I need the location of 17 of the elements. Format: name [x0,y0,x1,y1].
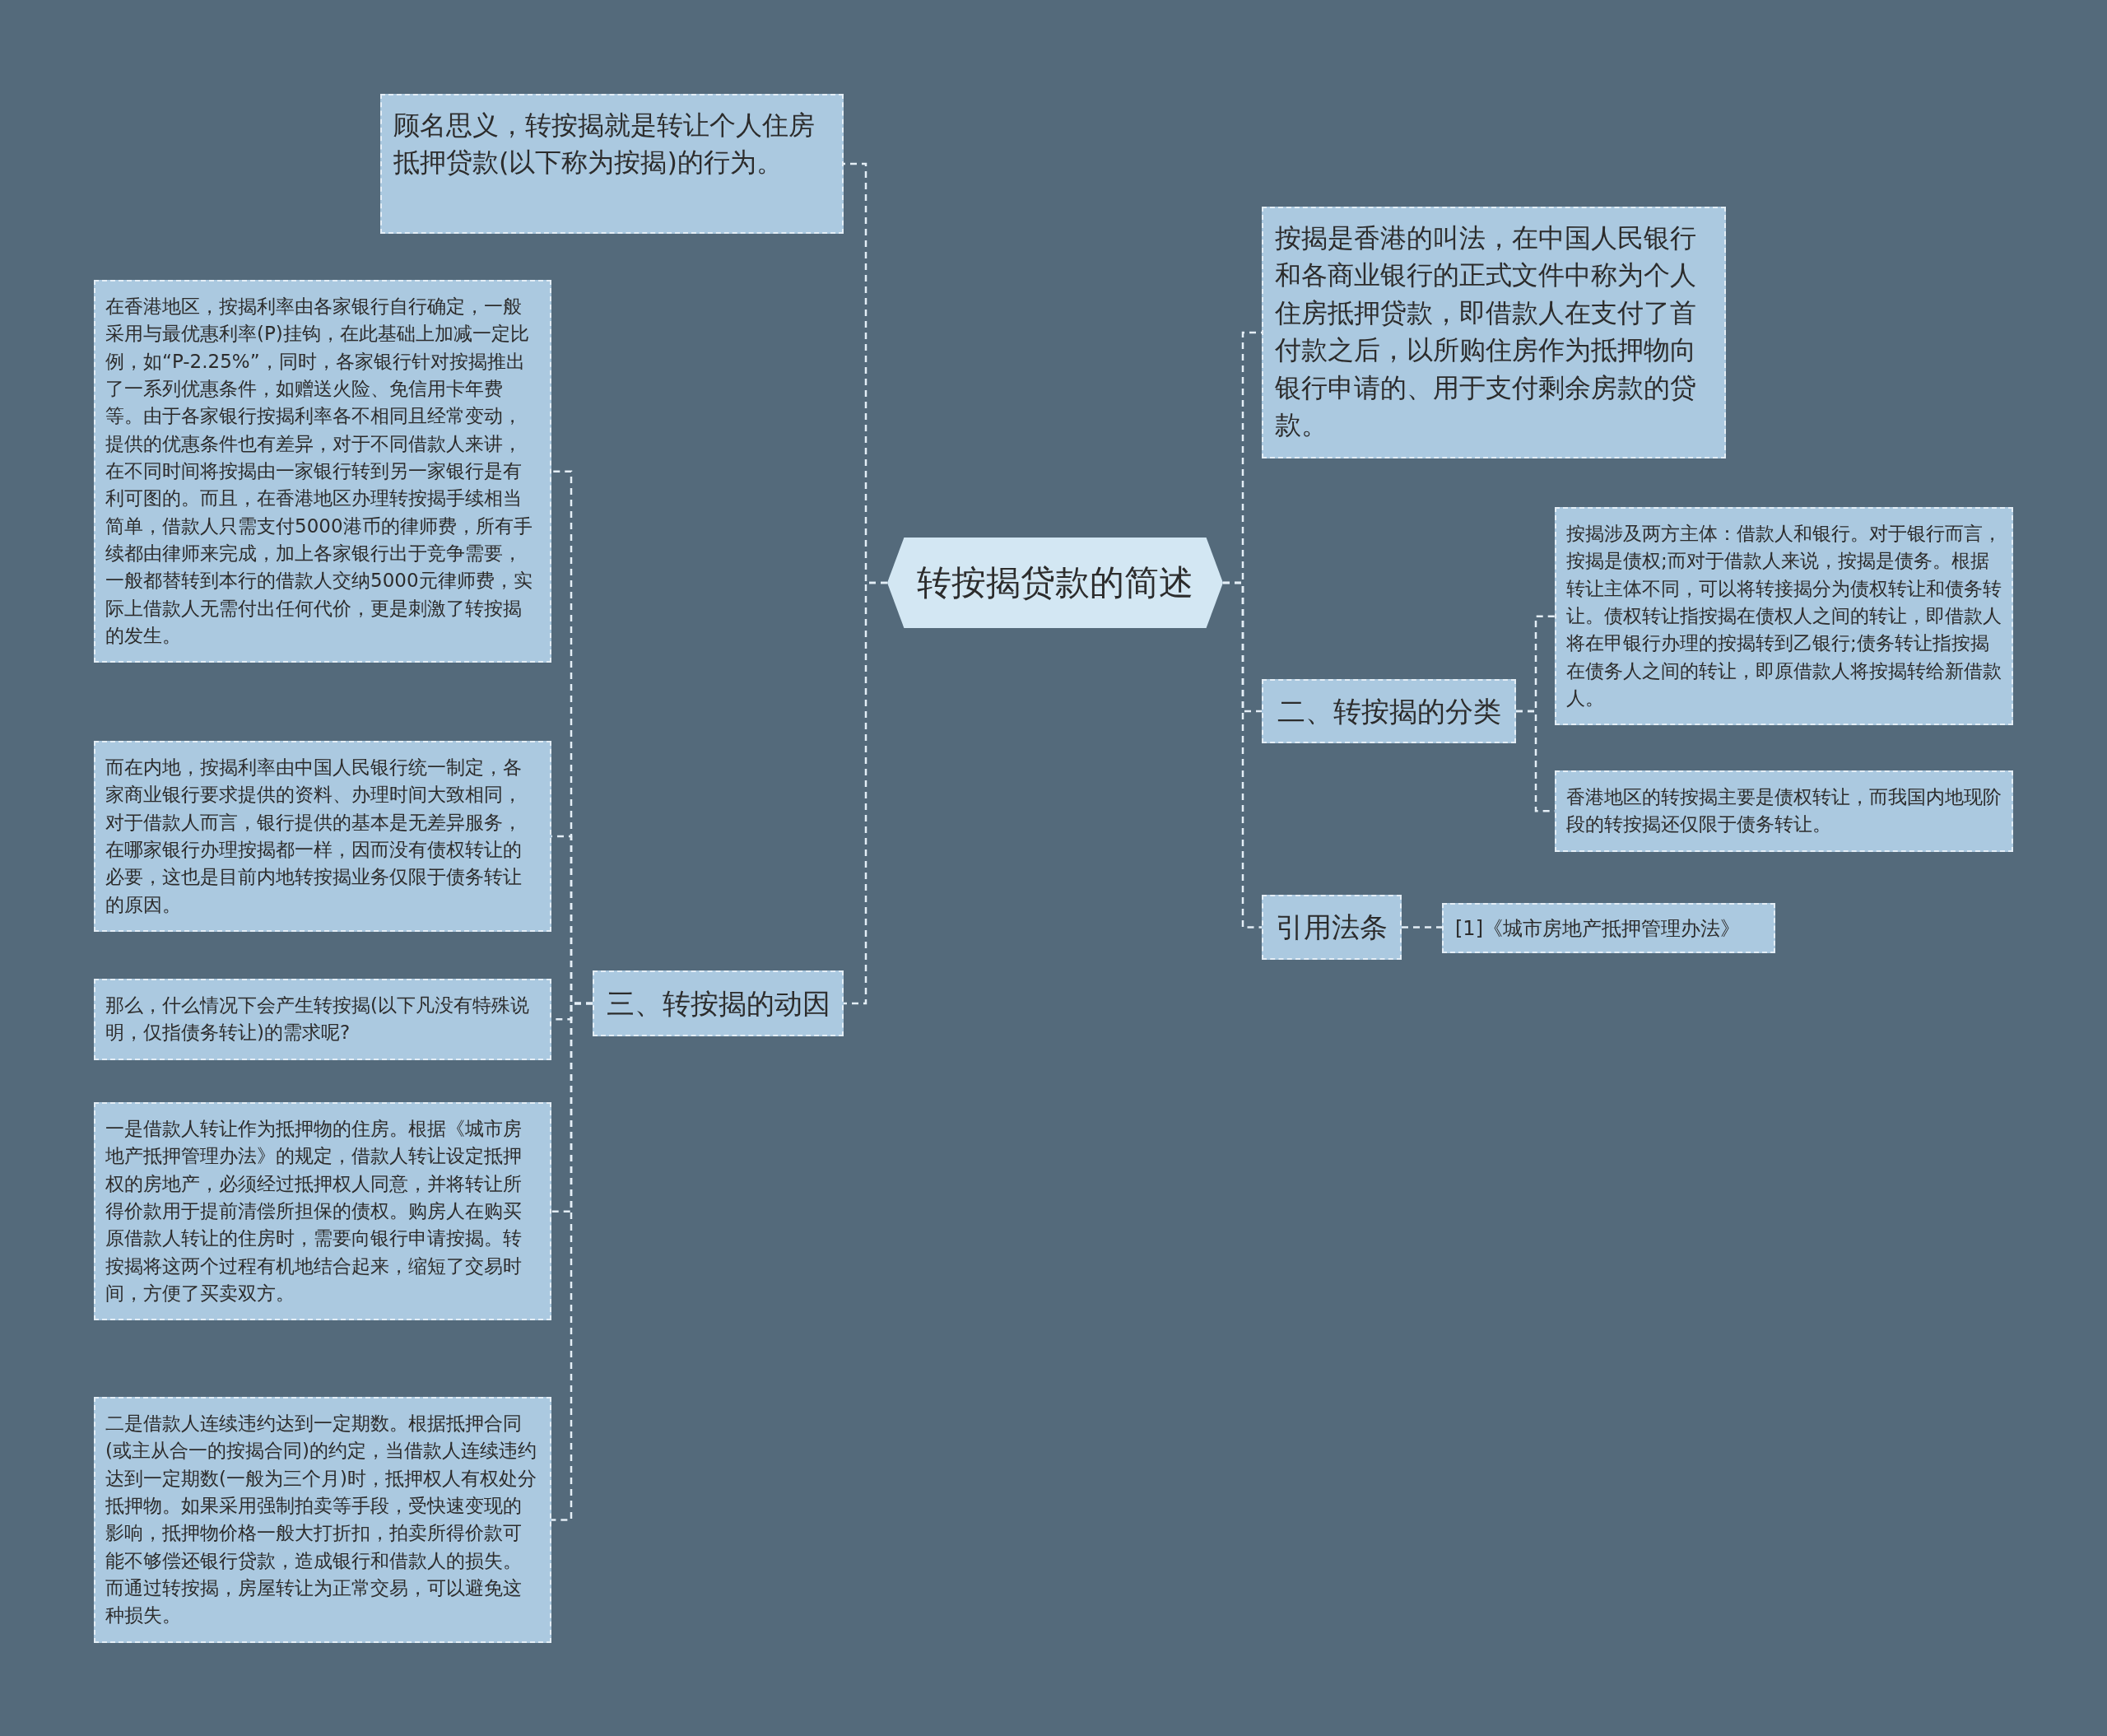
text-card: 在香港地区，按揭利率由各家银行自行确定，一般采用与最优惠利率(P)挂钩，在此基础上加减一定比例，如“P-2.25%”，同时，各家银行针对按揭推出了一系列优惠条件，如赠送火险、免信用卡年费等。由于各家银行按揭利率各不相同且经常变动，提供的优惠条件也有差异，对于不同借款人来讲，在不同时间将按揭由一家银行转到另一家银行是有利可图的。而且，在香港地区办理转按揭手续相当简单，借款人只需支付5000港币的律师费，所有手续都由律师来完成，加上各家银行出于竞争需要，一般都替转到本行的借款人交纳5000元律师费，实际上借款人无需付出任何代价，更是刺激了转按揭的发生。 [94,280,551,663]
branch-box: 引用法条 [1262,895,1402,960]
connector-line [1402,926,1442,929]
text-card: 一是借款人转让作为抵押物的住房。根据《城市房地产抵押管理办法》的规定，借款人转让设定抵押权的房地产，必须经过抵押权人同意，并将转让所得价款用于提前清偿所担保的债权。购房人在购买原借款人转让的住房时，需要向银行申请按揭。转按揭将这两个过程有机地结合起来，缩短了交易时间，方便了买卖双方。 [94,1102,551,1321]
text-card: 按揭涉及两方主体：借款人和银行。对于银行而言，按揭是债权;而对于借款人来说，按揭是债务。根据转让主体不同，可以将转接揭分为债权转让和债务转让。债权转让指按揭在债权人之间的转让，即借款人将在甲银行办理的按揭转到乙银行;债务转让指按揭在债务人之间的转让，即原借款人将按揭转给新借款人。 [1555,507,2013,726]
text-card: 香港地区的转按揭主要是债权转让，而我国内地现阶段的转按揭还仅限于债务转让。 [1555,770,2013,852]
reference-box: [1]《城市房地产抵押管理办法》 [1442,903,1775,953]
text-card: 顾名思义，转按揭就是转让个人住房抵押贷款(以下称为按揭)的行为。 [380,94,844,234]
branch-box: 三、转按揭的动因 [593,970,844,1036]
connector-line [844,581,887,1005]
connector-line [1223,581,1262,929]
text-card: 而在内地，按揭利率由中国人民银行统一制定，各家商业银行要求提供的资料、办理时间大致相同，对于借款人而言，银行提供的基本是无差异服务，在哪家银行办理按揭都一样，因而没有债权转让的必要，这也是目前内地转按揭业务仅限于债务转让的原因。 [94,741,551,933]
text-card: 那么，什么情况下会产生转按揭(以下凡没有特殊说明，仅指债务转让)的需求呢? [94,979,551,1060]
connector-line [551,1002,593,1521]
text-card: 二是借款人连续违约达到一定期数。根据抵押合同(或主从合一的按揭合同)的约定，当借款人连续违约达到一定期数(一般为三个月)时，抵押权人有权处分抵押物。如果采用强制拍卖等手段，受快速变现的影响，抵押物价格一般大打折扣，拍卖所得价款可能不够偿还银行贷款，造成银行和借款人的损失。而通过转按揭，房屋转让为正常交易，可以避免这种损失。 [94,1397,551,1643]
branch-box: 二、转按揭的分类 [1262,679,1516,743]
text-card: 按揭是香港的叫法，在中国人民银行和各商业银行的正式文件中称为个人住房抵押贷款，即借款人在支付了首付款之后，以所购住房作为抵押物向银行申请的、用于支付剩余房款的贷款。 [1262,207,1726,458]
